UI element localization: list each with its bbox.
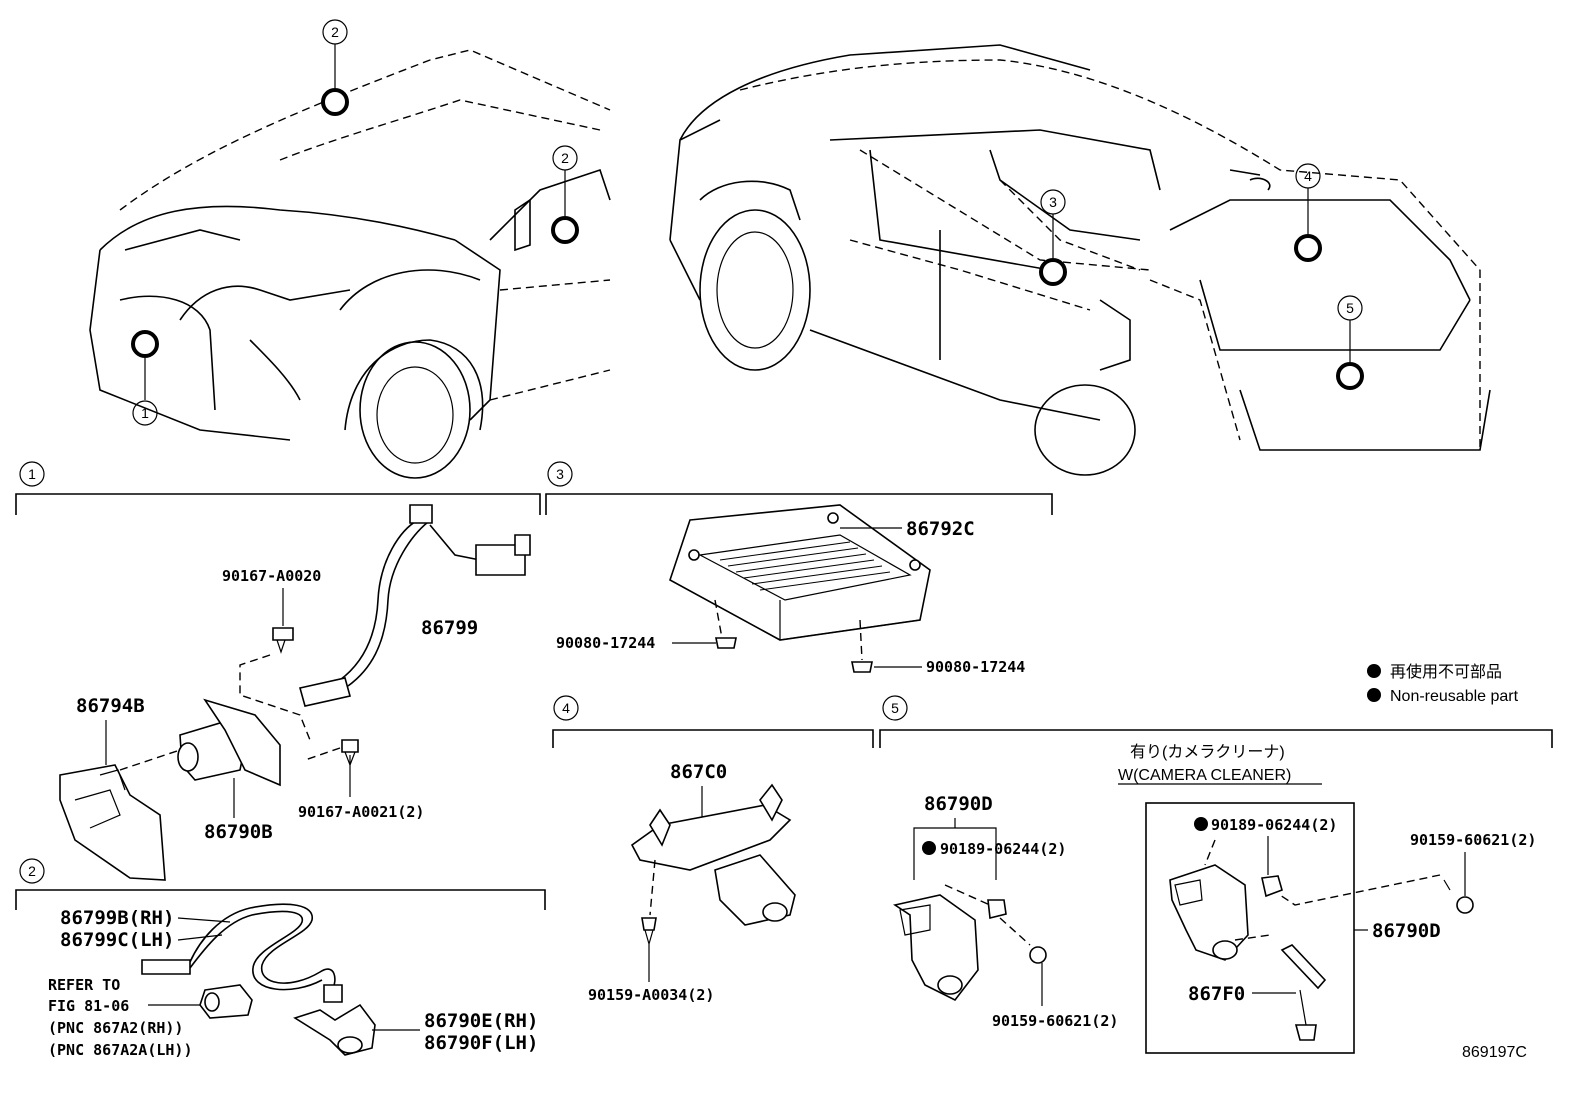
part-90189-06244-b: 90189-06244(2): [1211, 816, 1337, 834]
legend-jp: 再使用不可部品: [1390, 663, 1502, 681]
vehicle-callouts: 2 2 1 3 4 5: [131, 19, 1364, 426]
note-jp: 有り(カメラクリーナ): [1130, 743, 1285, 761]
non-reusable-dot-icon: [1367, 688, 1381, 702]
refer-line-4: (PNC 867A2A(LH)): [48, 1041, 193, 1059]
callout-label: 3: [1049, 194, 1057, 210]
part-86790e: 86790E(RH): [424, 1010, 538, 1032]
callout-label: 1: [141, 405, 149, 421]
note-en: W(CAMERA CLEANER): [1118, 767, 1291, 784]
part-90159-a0034: 90159-A0034(2): [588, 986, 714, 1004]
section-1: 1 90167-A0020 86799 86794B 86790B: [15, 461, 541, 881]
non-reusable-dot-icon: [1367, 664, 1381, 678]
part-90189-06244-a: 90189-06244(2): [940, 840, 1066, 858]
refer-line-3: (PNC 867A2(RH)): [48, 1019, 183, 1037]
section-number: 3: [556, 466, 564, 482]
part-90167-a0020: 90167-A0020: [222, 567, 321, 585]
section-3: 3 86792C 90080-17244 90080-17244: [545, 461, 1053, 676]
part-86790d-a: 86790D: [924, 793, 993, 815]
section-number: 5: [891, 700, 899, 716]
callout-label: 4: [1304, 168, 1312, 184]
part-867c0: 867C0: [670, 761, 727, 783]
section-number: 2: [28, 863, 36, 879]
figure-id: 869197C: [1462, 1044, 1527, 1061]
part-86790b: 86790B: [204, 821, 273, 843]
callout-label: 2: [561, 150, 569, 166]
part-86794b: 86794B: [76, 695, 145, 717]
part-86799b: 86799B(RH): [60, 907, 174, 929]
refer-line-2: FIG 81-06: [48, 997, 129, 1015]
part-90167-a0021: 90167-A0021(2): [298, 803, 424, 821]
rear-vehicle-drawing: [669, 44, 1491, 476]
part-86792c: 86792C: [906, 518, 975, 540]
legend-en: Non-reusable part: [1390, 688, 1519, 705]
part-90080-17244-right: 90080-17244: [926, 658, 1025, 676]
section-number: 4: [562, 700, 570, 716]
legend: 再使用不可部品 Non-reusable part: [1367, 663, 1519, 705]
refer-line-1: REFER TO: [48, 976, 120, 994]
part-90159-60621-b: 90159-60621(2): [1410, 831, 1536, 849]
part-90080-17244-left: 90080-17244: [556, 634, 655, 652]
part-867f0: 867F0: [1188, 983, 1245, 1005]
part-86799: 86799: [421, 617, 478, 639]
front-vehicle-drawing: [89, 49, 611, 479]
part-86799c: 86799C(LH): [60, 929, 174, 951]
callout-label: 5: [1346, 300, 1354, 316]
section-number: 1: [28, 466, 36, 482]
section-4: 4 867C0 90159-A0034(2): [552, 695, 874, 1004]
part-90159-60621-a: 90159-60621(2): [992, 1012, 1118, 1030]
callout-label: 2: [331, 24, 339, 40]
section-5: 5 86790D 90189-06244(2) 90159-60621(2) 有…: [879, 695, 1553, 1054]
part-86790d-b: 86790D: [1372, 920, 1441, 942]
section-2: 2 86799B(RH) 86799C(LH) REFER TO FIG 81-…: [15, 858, 546, 1059]
camera-cleaner-box: [1145, 802, 1355, 1054]
part-86790f: 86790F(LH): [424, 1032, 538, 1054]
